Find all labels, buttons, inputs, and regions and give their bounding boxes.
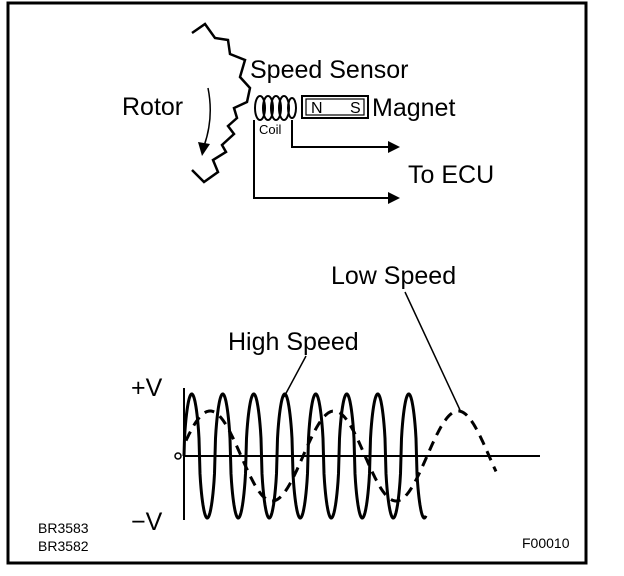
wire-upper	[291, 120, 390, 148]
positive-voltage-label: +V	[131, 374, 163, 402]
coil-label: Coil	[259, 122, 282, 137]
rotor-label: Rotor	[122, 93, 183, 121]
low-speed-leader	[404, 291, 461, 411]
negative-voltage-label: −V	[131, 508, 163, 536]
wire-lower-arrow	[388, 192, 400, 204]
magnet-south-label: S	[350, 100, 361, 117]
low-speed-label: Low Speed	[331, 262, 456, 290]
rotor-arrow-head	[198, 142, 210, 156]
magnet-north-label: N	[311, 100, 323, 117]
magnet-body	[301, 95, 369, 119]
to-ecu-label: To ECU	[408, 161, 494, 189]
high-speed-waveform	[182, 392, 428, 520]
figure-code: F00010	[522, 535, 570, 551]
coil-icon	[254, 95, 297, 121]
rotor-rotation-arrow	[203, 87, 211, 147]
high-speed-leader	[283, 355, 307, 398]
high-speed-label: High Speed	[228, 328, 359, 356]
wire-lower	[253, 120, 390, 199]
magnet-label: Magnet	[372, 94, 455, 122]
low-speed-waveform	[184, 409, 498, 503]
reference-code-1: BR3583	[38, 520, 89, 536]
origin-marker	[174, 452, 182, 460]
speed-sensor-label: Speed Sensor	[250, 56, 408, 84]
figure-frame	[6, 1, 588, 565]
wire-upper-arrow	[388, 141, 400, 153]
magnet-inner	[305, 98, 365, 116]
rotor-teeth	[191, 22, 252, 184]
reference-code-2: BR3582	[38, 538, 89, 554]
